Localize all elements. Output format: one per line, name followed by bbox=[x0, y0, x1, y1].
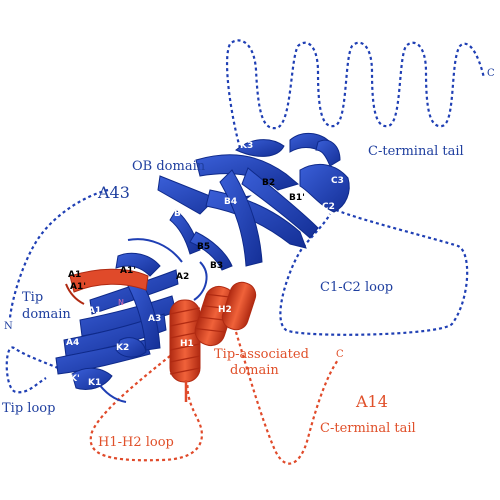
sse-b3: B3 bbox=[210, 261, 223, 271]
c-terminal-tail-dashed-red bbox=[234, 331, 339, 465]
sse-a1-lower: A1 bbox=[88, 306, 101, 316]
sse-a3: A3 bbox=[148, 314, 161, 324]
tip-loop-dashed bbox=[5, 346, 59, 394]
terminus-n-blue: N bbox=[4, 321, 13, 332]
sse-c2: C2 bbox=[322, 202, 335, 212]
sse-k-prime: K' bbox=[70, 374, 80, 384]
label-a14: A14 bbox=[355, 392, 388, 411]
sse-k2: K2 bbox=[116, 343, 129, 353]
sse-b1: B1 bbox=[211, 214, 224, 224]
c-terminal-tail-dashed-blue bbox=[225, 39, 486, 149]
sse-b4-prime: B4' bbox=[174, 209, 190, 219]
label-tip-associated-line1: Tip-associated bbox=[214, 347, 309, 362]
sse-h1: H1 bbox=[180, 339, 194, 349]
label-c1-c2-loop: C1-C2 loop bbox=[320, 280, 393, 295]
sse-b4: B4 bbox=[224, 197, 237, 207]
sse-b5: B5 bbox=[197, 242, 210, 252]
sse-c3: C3 bbox=[331, 176, 344, 186]
terminus-n-red: N bbox=[118, 298, 124, 307]
sse-k1: K1 bbox=[88, 378, 101, 388]
sse-a1: A1 bbox=[68, 270, 81, 280]
label-c-terminal-tail-blue: C-terminal tail bbox=[368, 144, 464, 159]
label-c-terminal-tail-red: C-terminal tail bbox=[320, 421, 416, 436]
terminus-c-blue: C bbox=[487, 68, 495, 79]
sse-a1-prime: A1' bbox=[120, 266, 136, 276]
sse-b1-prime: B1' bbox=[289, 193, 305, 203]
sse-b2: B2 bbox=[262, 178, 275, 188]
sse-a1-prime-left: A1' bbox=[70, 282, 86, 292]
terminus-c-red: C bbox=[336, 349, 344, 360]
label-tip-loop: Tip loop bbox=[2, 401, 55, 416]
label-tip-line1: Tip bbox=[22, 290, 43, 305]
label-ob-domain: OB domain bbox=[132, 159, 206, 174]
sse-a2: A2 bbox=[176, 272, 189, 282]
sse-k3: K3 bbox=[240, 141, 253, 151]
ob-domain-ribbons bbox=[157, 133, 350, 271]
label-tip-line2: domain bbox=[22, 307, 71, 322]
sse-h2: H2 bbox=[218, 305, 232, 315]
label-a43: A43 bbox=[97, 183, 130, 202]
sse-c1: C1 bbox=[300, 150, 313, 160]
sse-a4: A4 bbox=[66, 338, 79, 348]
label-h1-h2-loop: H1-H2 loop bbox=[98, 435, 174, 450]
label-tip-associated-line2: domain bbox=[230, 363, 279, 378]
a14-ribbons bbox=[65, 268, 257, 402]
h1-h2-loop-dashed bbox=[89, 355, 203, 462]
